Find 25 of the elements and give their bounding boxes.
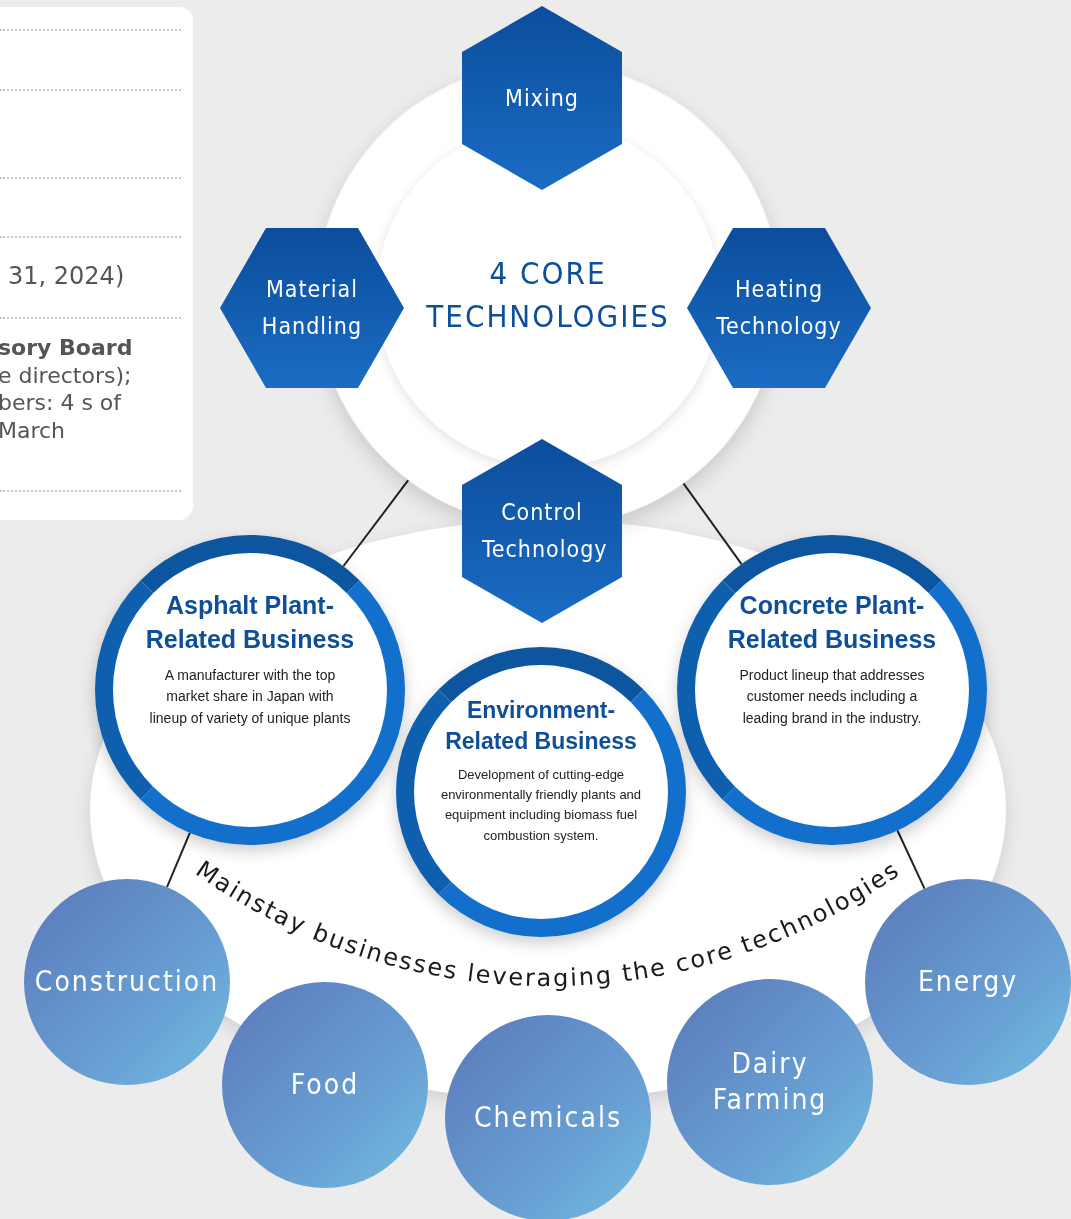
connector-line bbox=[166, 831, 191, 889]
industry-label: Energy bbox=[916, 963, 1020, 1000]
table-cell-text: 31, 2024) bbox=[8, 262, 125, 290]
industry-label: Chemicals bbox=[473, 1099, 623, 1136]
technology-hexagon bbox=[220, 228, 404, 388]
technology-hexagon bbox=[687, 228, 871, 388]
industry-label: Dairy Farming bbox=[711, 1045, 829, 1118]
core-title: 4 CORE TECHNOLOGIES bbox=[425, 253, 671, 336]
business-description: Development of cutting-edge environmentally friendly plants and equipment including biomass fuel combustion system. bbox=[439, 766, 643, 845]
industry-label: Food bbox=[289, 1066, 361, 1103]
technology-label: Heating Technology bbox=[715, 275, 843, 341]
technology-hexagon bbox=[462, 6, 622, 190]
connector-line bbox=[342, 479, 410, 568]
business-heading: Environment-Related Business bbox=[444, 696, 638, 757]
business-description: A manufacturer with the top market share in Japan with lineup of variety of unique plants bbox=[148, 665, 352, 728]
business-description: Product lineup that addresses customer needs including a leading brand in the industry. bbox=[738, 665, 926, 728]
business-heading: Concrete Plant-Related Business bbox=[726, 590, 938, 655]
connector-line bbox=[896, 829, 926, 890]
industry-label: Construction bbox=[34, 963, 220, 1000]
connector-line bbox=[682, 482, 743, 566]
table-cell-text: sory Board e directors); bers: 4 s of March bbox=[0, 334, 134, 444]
technology-hexagon bbox=[462, 439, 622, 623]
technology-label: Material Handling bbox=[260, 275, 364, 341]
business-heading: Asphalt Plant-Related Business bbox=[144, 590, 356, 655]
technology-label: Mixing bbox=[504, 83, 580, 113]
